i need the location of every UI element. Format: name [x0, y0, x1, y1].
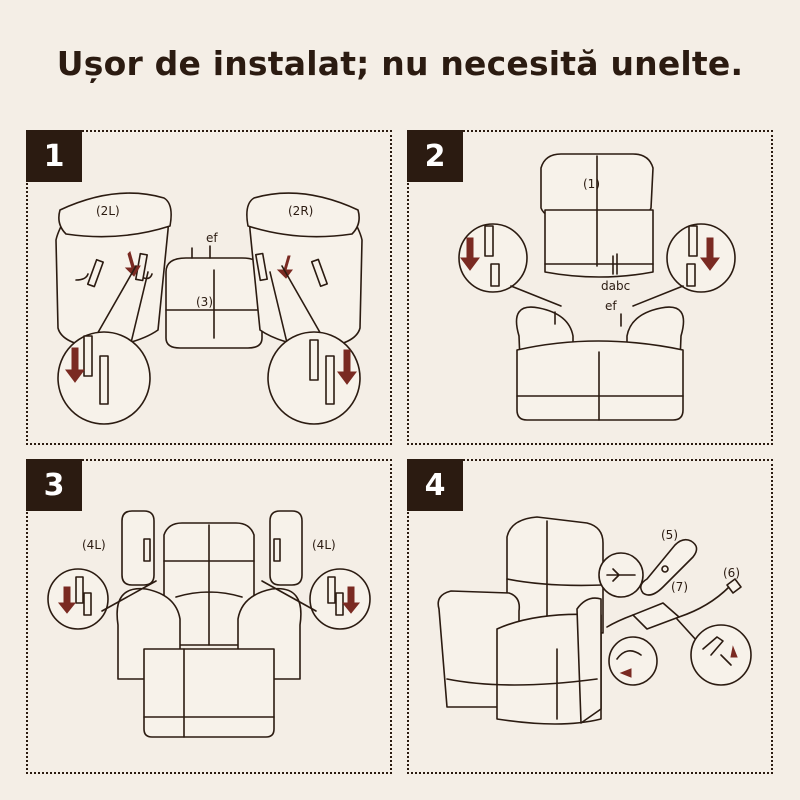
step-2-panel — [407, 130, 773, 445]
label-2l: (2L) — [96, 204, 120, 218]
zoom-circle-left-3 — [47, 568, 157, 630]
step-2-badge: 2 — [407, 130, 463, 182]
remote-control — [639, 538, 698, 596]
right-arm-pad — [269, 510, 303, 586]
zoom-circle-bottom-4 — [608, 636, 658, 686]
step-3-panel — [26, 459, 392, 774]
step-1-panel — [26, 130, 392, 445]
label-6: (6) — [723, 566, 740, 580]
step-3-illustration: (4L) (4L) — [47, 510, 371, 738]
label-3: (3) — [196, 295, 213, 309]
recliner-base — [515, 306, 685, 421]
step-4-panel — [407, 459, 773, 774]
left-arm-pad — [121, 510, 155, 586]
zoom-circle-right-2 — [632, 223, 736, 307]
step-4-illustration: (5) (7) (6) — [437, 516, 752, 725]
zoom-circle-left-2 — [458, 223, 562, 307]
step-2-illustration: (1) dabc ef — [458, 153, 736, 421]
zoom-circle-left — [57, 265, 151, 425]
step-3-badge: 3 — [26, 459, 82, 511]
zoom-circle-right-4 — [676, 618, 752, 686]
label-4l-right: (4L) — [312, 538, 336, 552]
backrest-piece — [540, 153, 654, 278]
step-1-illustration: (2L) (3) ef (2R) — [55, 192, 363, 425]
power-adapter — [606, 578, 742, 630]
label-ef: ef — [206, 231, 218, 245]
label-7: (7) — [671, 580, 688, 594]
step-4-badge: 4 — [407, 459, 463, 511]
page-title: Ușor de instalat; nu necesită unelte. — [56, 44, 744, 83]
zoom-circle-right-3 — [261, 568, 371, 630]
label-2r: (2R) — [288, 204, 313, 218]
step-1-badge: 1 — [26, 130, 82, 182]
recliner-angled — [437, 516, 604, 725]
left-back-piece — [55, 192, 172, 349]
label-dabc: dabc — [601, 279, 630, 293]
zoom-circle-right — [267, 265, 361, 425]
assembled-recliner — [116, 522, 302, 738]
zoom-circle-top-4 — [598, 552, 644, 598]
label-1: (1) — [583, 177, 600, 191]
label-4l-left: (4L) — [82, 538, 106, 552]
seat-piece — [165, 245, 263, 349]
label-5: (5) — [661, 528, 678, 542]
label-ef-2: ef — [605, 299, 617, 313]
